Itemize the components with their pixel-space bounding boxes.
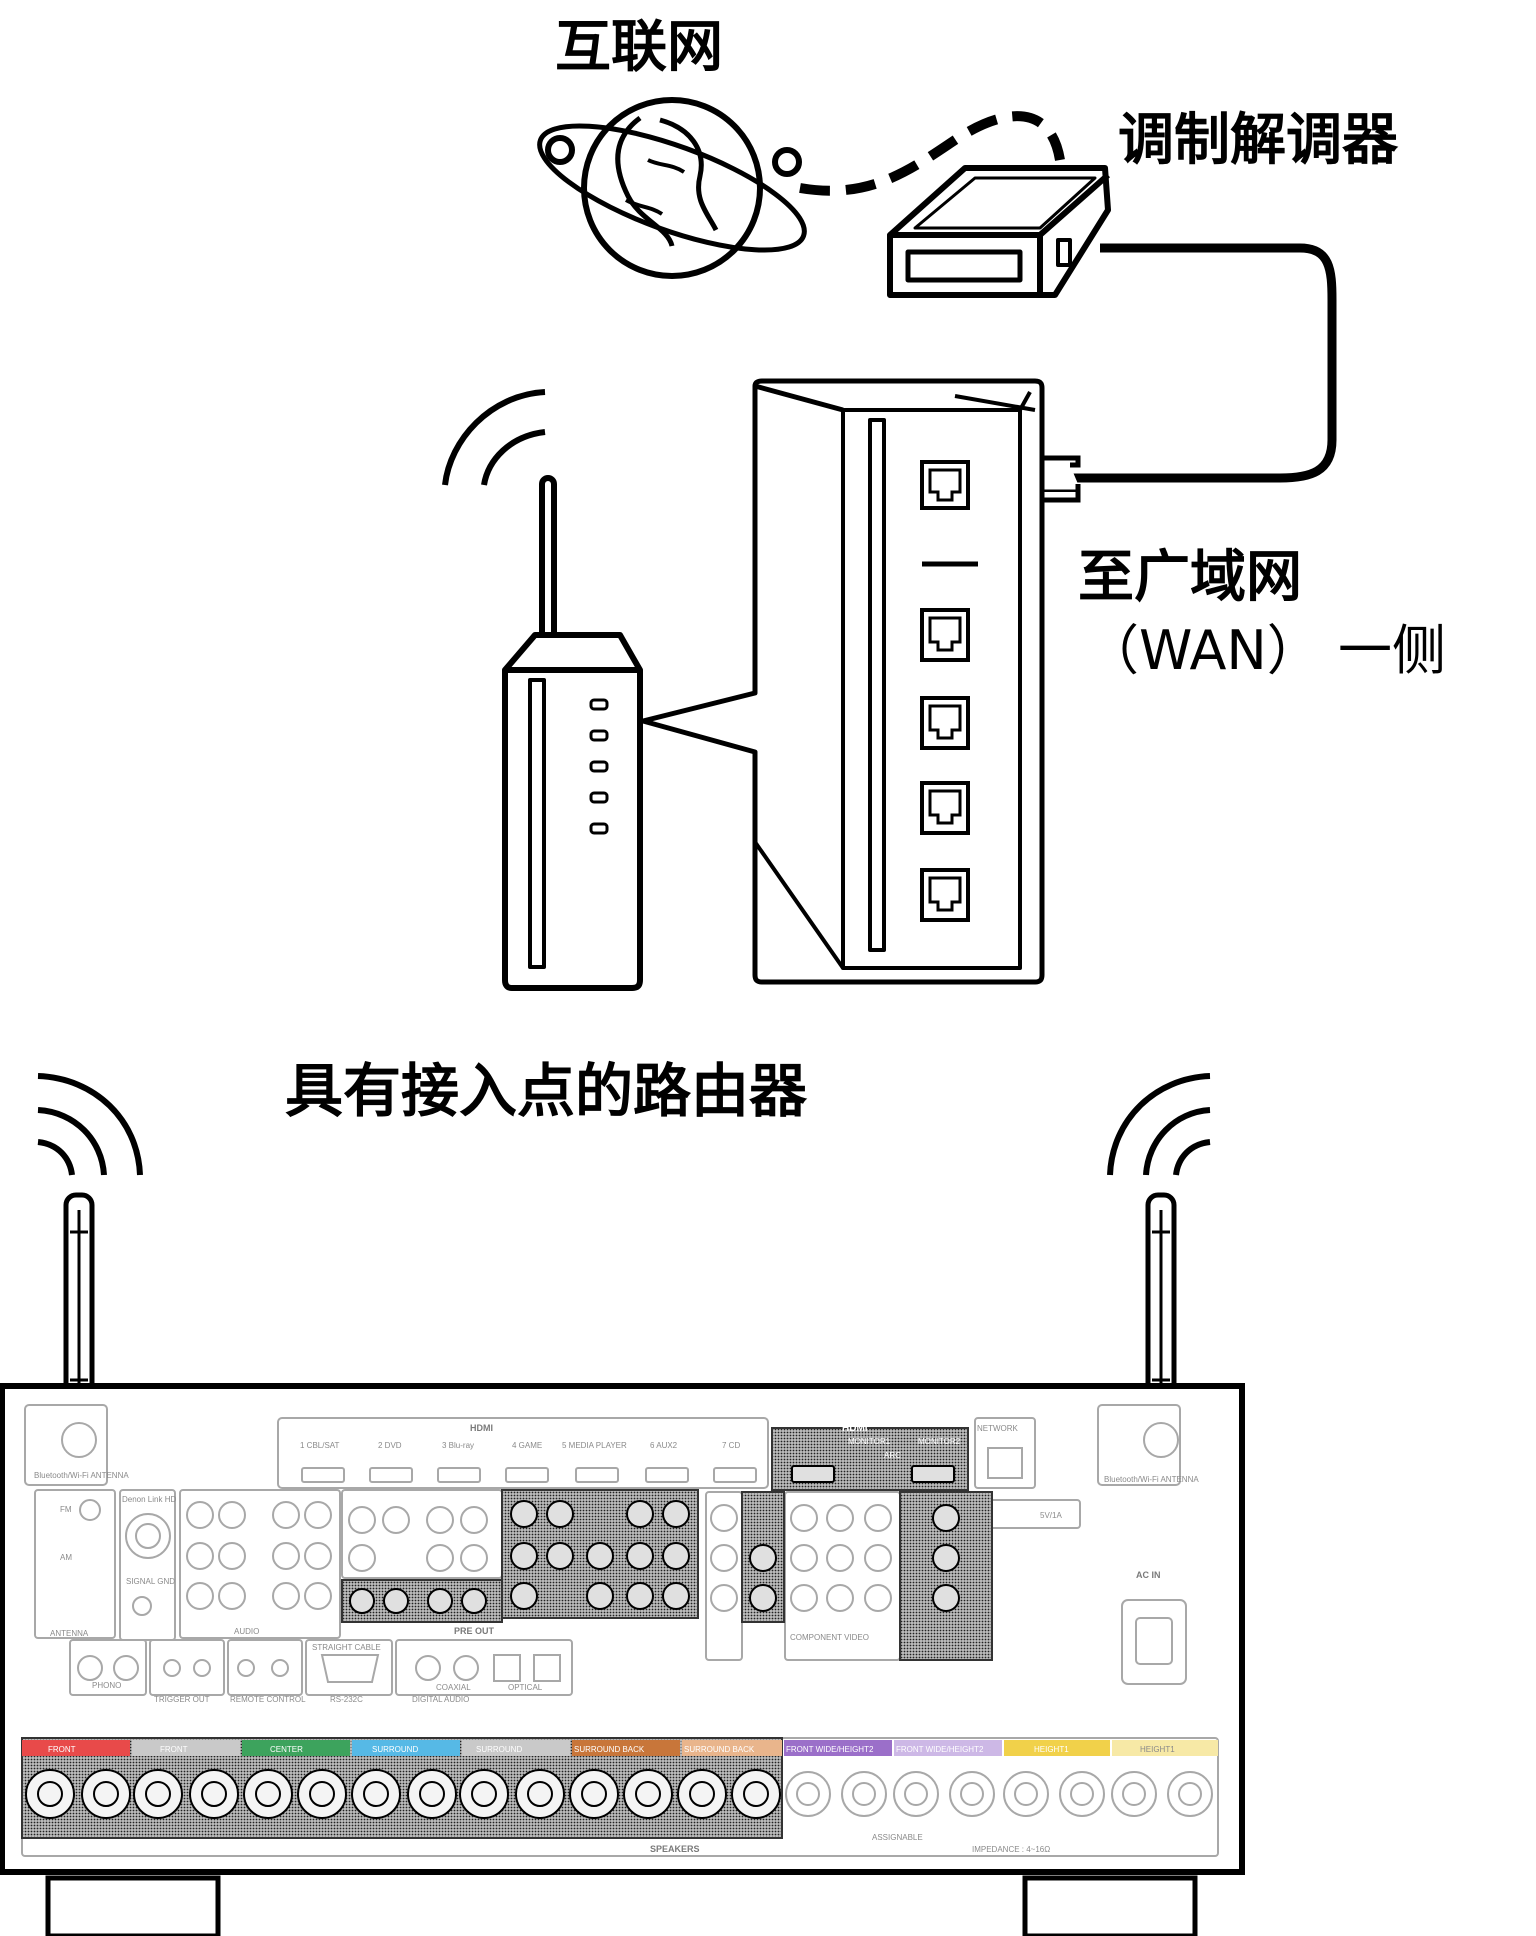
speaker-height1-l: HEIGHT1 xyxy=(1140,1745,1175,1754)
usb-label: 5V/1A xyxy=(1040,1511,1062,1520)
hdmi-out-label: HDMI xyxy=(842,1423,868,1434)
modem-label: 调制解调器 xyxy=(1118,108,1398,173)
digital-audio-label: DIGITAL AUDIO xyxy=(412,1695,469,1704)
globe-icon xyxy=(537,97,807,279)
optical-label: OPTICAL xyxy=(508,1683,543,1692)
antenna-left-label: Bluetooth/Wi-Fi ANTENNA xyxy=(34,1471,129,1480)
speaker-terminals xyxy=(25,1769,781,1819)
router-icon xyxy=(502,475,643,991)
hdmi-input-4: 4 GAME xyxy=(512,1441,542,1450)
remote-control-label: REMOTE CONTROL xyxy=(230,1695,306,1704)
router-label: 具有接入点的路由器 xyxy=(285,1057,808,1125)
pre-out-label: PRE OUT xyxy=(454,1626,495,1636)
wan-label-line1: 至广域网 xyxy=(1078,545,1302,610)
wan-port xyxy=(920,460,970,510)
impedance-label: IMPEDANCE : 4~16Ω xyxy=(972,1845,1050,1854)
modem-icon xyxy=(887,165,1111,298)
internet-connection-line xyxy=(799,111,1065,196)
wifi-waves-left-icon xyxy=(37,1073,143,1176)
signal-gnd-label: SIGNAL GND xyxy=(126,1577,175,1586)
wifi-waves-right-icon xyxy=(1107,1073,1211,1176)
video-label: VIDEO xyxy=(748,1627,773,1636)
receiver-chassis xyxy=(0,1383,1245,1936)
arc-label: ARC xyxy=(884,1451,901,1460)
hdmi-input-1: 1 CBL/SAT xyxy=(300,1441,340,1450)
speaker-channel-header xyxy=(22,1740,1218,1756)
trigger-out-label: TRIGGER OUT xyxy=(154,1695,210,1704)
speaker-surround-back-r: SURROUND BACK xyxy=(574,1745,645,1754)
monitor1-label: MONITOR1 xyxy=(848,1437,891,1446)
hdmi-input-5: 5 MEDIA PLAYER xyxy=(562,1441,627,1450)
receiver-labels: Bluetooth/Wi-Fi ANTENNA Bluetooth/Wi-Fi … xyxy=(34,1423,1199,1854)
hdmi-input-7: 7 CD xyxy=(722,1441,740,1450)
antenna-section-label: ANTENNA xyxy=(50,1629,89,1638)
coaxial-label: COAXIAL xyxy=(436,1683,471,1692)
speaker-front-r: FRONT xyxy=(48,1745,76,1754)
internet-label: 互联网 xyxy=(555,15,723,80)
hdmi-input-6: 6 AUX2 xyxy=(650,1441,678,1450)
speaker-fw-height2-r: FRONT WIDE/HEIGHT2 xyxy=(786,1745,874,1754)
speaker-surround-back-l: SURROUND BACK xyxy=(684,1745,755,1754)
rs232c-label: RS-232C xyxy=(330,1695,363,1704)
audio-label: AUDIO xyxy=(234,1627,259,1636)
wifi-waves-router-icon xyxy=(442,389,546,486)
phono-label: PHONO xyxy=(92,1681,121,1690)
speakers-label: SPEAKERS xyxy=(650,1844,700,1854)
speaker-center: CENTER xyxy=(270,1745,303,1754)
speaker-fw-height2-l: FRONT WIDE/HEIGHT2 xyxy=(896,1745,984,1754)
denon-link-label: Denon Link HD xyxy=(122,1495,176,1504)
speaker-surround-r: SURROUND xyxy=(372,1745,418,1754)
speaker-surround-l: SURROUND xyxy=(476,1745,522,1754)
speaker-front-l: FRONT xyxy=(160,1745,188,1754)
router-ports-callout xyxy=(640,378,1045,985)
component-video-label: COMPONENT VIDEO xyxy=(790,1633,869,1642)
straight-cable-label: STRAIGHT CABLE xyxy=(312,1643,381,1652)
fm-label: FM xyxy=(60,1505,72,1514)
wan-label-line2: （WAN） 一侧 xyxy=(1085,619,1446,682)
assignable-label: ASSIGNABLE xyxy=(872,1833,923,1842)
dark-zone-connectors xyxy=(349,1465,960,1614)
network-label: NETWORK xyxy=(977,1424,1019,1433)
speaker-height1-r: HEIGHT1 xyxy=(1034,1745,1069,1754)
am-label: AM xyxy=(60,1553,72,1562)
ac-in-label: AC IN xyxy=(1136,1570,1161,1580)
monitor2-label: MONITOR2 xyxy=(918,1437,961,1446)
hdmi-header-label: HDMI xyxy=(470,1423,493,1433)
hdmi-input-3: 3 Blu-ray xyxy=(442,1441,474,1450)
hdmi-input-2: 2 DVD xyxy=(378,1441,402,1450)
lan-ports xyxy=(920,608,970,922)
wan-cable xyxy=(1070,243,1337,483)
antenna-right-label: Bluetooth/Wi-Fi ANTENNA xyxy=(1104,1475,1199,1484)
